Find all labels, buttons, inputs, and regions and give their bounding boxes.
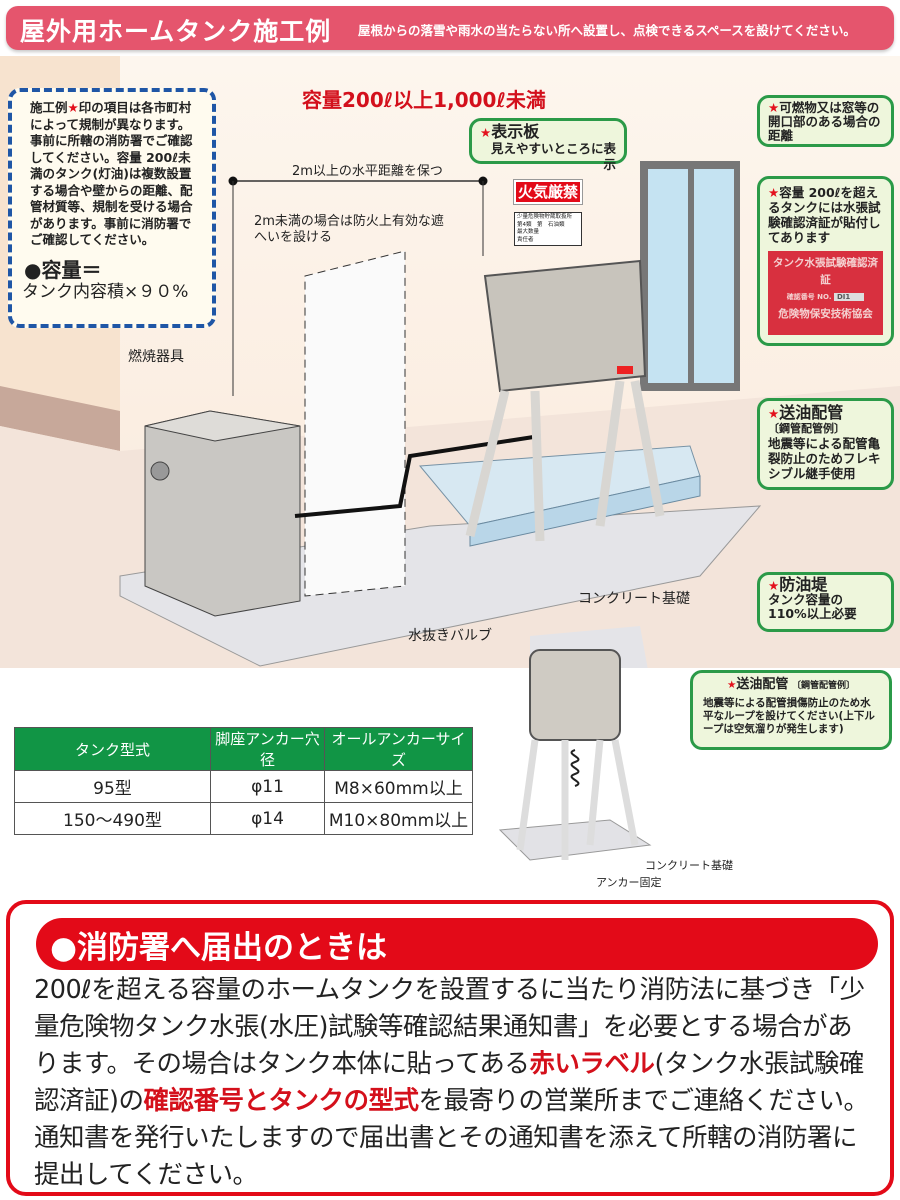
table-cell: φ14 — [210, 802, 325, 835]
star-icon: ★ — [768, 406, 780, 421]
wall-label: 2m未満の場合は防火上有効な遮へいを設ける — [254, 214, 444, 245]
note-text: 印の項目は各市町村によって規制が異なります。事前に所轄の消防署でご確認してくださ… — [30, 100, 193, 247]
table-cell: M10×80mm以上 — [324, 802, 473, 835]
callout-sub: 〔鋼管配管例〕 — [768, 422, 845, 435]
capacity-formula: タンク内容積×９０% — [22, 281, 189, 302]
callout-text: タンク容量の 110%以上必要 — [768, 592, 857, 621]
anchor-label: アンカー固定 — [596, 876, 662, 889]
anchor-size-table: タンク型式 脚座アンカー穴径 オールアンカーサイズ 95型 φ11 M8×60m… — [14, 727, 473, 835]
column-header: タンク型式 — [14, 727, 211, 771]
concrete-foundation — [119, 505, 762, 667]
distance-label: 2m以上の水平距離を保つ — [292, 164, 443, 179]
badge-no-label: 確認番号 NO. — [786, 293, 832, 301]
callout-test-label: ★容量 200ℓを超えるタンクには水張試験確認済証が貼付してあります タンク水張… — [757, 176, 894, 346]
regulation-note: 施工例★印の項目は各市町村によって規制が異なります。事前に所轄の消防署でご確認し… — [8, 88, 216, 328]
fire-station-notice: ●消防署へ届出のときは 200ℓを超える容量のホームタンクを設置するに当たり消防… — [6, 900, 894, 1196]
wall-baseboard — [0, 386, 120, 451]
hazard-plate: 少量危険物貯蔵取扱所 第4類 第 石油類 最大数量 責任者 — [514, 212, 582, 246]
callout-display-board: ★表示板 見えやすいところに表示 — [469, 118, 627, 172]
plate-line: 責任者 — [517, 236, 534, 243]
table-cell: 95型 — [14, 770, 211, 803]
table-cell: φ11 — [210, 770, 325, 803]
capacity-caption: 容量200ℓ以上1,000ℓ未満 — [302, 88, 546, 112]
notice-text: を最寄りの営業所までご連絡ください。通知書を発行いたしますので届出書とその通知書… — [34, 1086, 869, 1190]
callout-text: 容量 200ℓを超えるタンクには水張試験確認済証が貼付してあります — [768, 185, 881, 245]
notice-highlight: 確認番号とタンクの型式 — [143, 1086, 419, 1116]
oil-pipe — [294, 434, 541, 518]
star-icon: ★ — [726, 679, 737, 691]
tank-loop-illustration — [498, 649, 652, 861]
callout-title: 送油配管 — [736, 677, 789, 692]
star-icon: ★ — [480, 125, 492, 140]
foundation-label: コンクリート基礎 — [578, 591, 690, 607]
test-certificate-badge: タンク水張試験確認済証 確認番号 NO. DI1 危険物保安技術協会 — [768, 251, 883, 335]
header-banner: 屋外用ホームタンク施工例 屋根からの落雪や雨水の当たらない所へ設置し、点検できる… — [6, 6, 894, 50]
callout-text: 地震等による配管損傷防止のため水平なループを設けてください(上下ループは空気溜り… — [703, 697, 875, 735]
callout-window-distance: ★可燃物又は窓等の開口部のある場合の距離 — [757, 95, 894, 147]
plate-line: 第4類 第 石油類 — [517, 221, 565, 228]
plate-line: 最大数量 — [517, 229, 540, 235]
callout-sub: 〔鋼管配管例〕 — [792, 681, 856, 691]
callout-title: 送油配管 — [779, 403, 844, 422]
table-cell: 150〜490型 — [14, 802, 211, 835]
badge-org: 危険物保安技術協会 — [778, 308, 873, 320]
fire-wall — [304, 250, 406, 597]
table-header-row: タンク型式 脚座アンカー穴径 オールアンカーサイズ — [14, 727, 473, 771]
foundation-small-label: コンクリート基礎 — [645, 859, 733, 872]
column-header: 脚座アンカー穴径 — [210, 727, 325, 771]
no-fire-sign: 火気厳禁 — [513, 179, 583, 205]
notice-title: ●消防署へ届出のときは — [36, 918, 878, 970]
note-prefix: 施工例 — [30, 100, 68, 115]
badge-title: タンク水張試験確認済証 — [773, 257, 878, 286]
table-row: 150〜490型 φ14 M10×80mm以上 — [14, 802, 473, 835]
notice-text: 200ℓを超える容量のホームタンクを設置するに当たり消防法に基づき「少量危険物タ… — [34, 975, 865, 1079]
home-tank — [483, 259, 647, 393]
notice-highlight: 赤いラベル — [529, 1049, 655, 1079]
callout-text: 見えやすいところに表示 — [490, 141, 616, 172]
star-icon: ★ — [768, 578, 780, 593]
page-title: 屋外用ホームタンク施工例 — [20, 17, 332, 46]
plate-line: 少量危険物貯蔵取扱所 — [517, 214, 573, 220]
star-icon: ★ — [768, 185, 780, 200]
page-subtitle: 屋根からの落雪や雨水の当たらない所へ設置し、点検できるスペースを設けてください。 — [358, 23, 856, 38]
table-row: 95型 φ11 M8×60mm以上 — [14, 770, 473, 803]
table-cell: M8×60mm以上 — [324, 770, 473, 803]
burner-label: 燃焼器具 — [128, 349, 184, 365]
notice-body: 200ℓを超える容量のホームタンクを設置するに当たり消防法に基づき「少量危険物タ… — [34, 972, 876, 1194]
callout-text: 地震等による配管亀裂防止のためフレキシブル継手使用 — [768, 436, 881, 481]
burner-unit — [144, 410, 301, 617]
callout-oil-pipe: ★送油配管 〔鋼管配管例〕 地震等による配管亀裂防止のためフレキシブル継手使用 — [757, 398, 894, 490]
star-icon: ★ — [768, 100, 780, 115]
callout-title: 防油堤 — [779, 575, 828, 594]
badge-no: DI1 — [833, 293, 865, 301]
capacity-formula-title: ●容量＝ — [24, 257, 102, 282]
column-header: オールアンカーサイズ — [324, 727, 473, 771]
callout-title: 表示板 — [491, 122, 540, 141]
callout-oil-dike: ★防油堤 タンク容量の 110%以上必要 — [757, 572, 894, 632]
drain-valve-label: 水抜きバルブ — [408, 628, 492, 644]
star-icon: ★ — [67, 100, 79, 115]
callout-oil-pipe-loop: ★送油配管 〔鋼管配管例〕 地震等による配管損傷防止のため水平なループを設けてく… — [690, 670, 892, 750]
callout-text: 可燃物又は窓等の開口部のある場合の距離 — [768, 100, 881, 143]
notice-text: (タンク水張試験確認済証)の — [34, 1049, 864, 1116]
